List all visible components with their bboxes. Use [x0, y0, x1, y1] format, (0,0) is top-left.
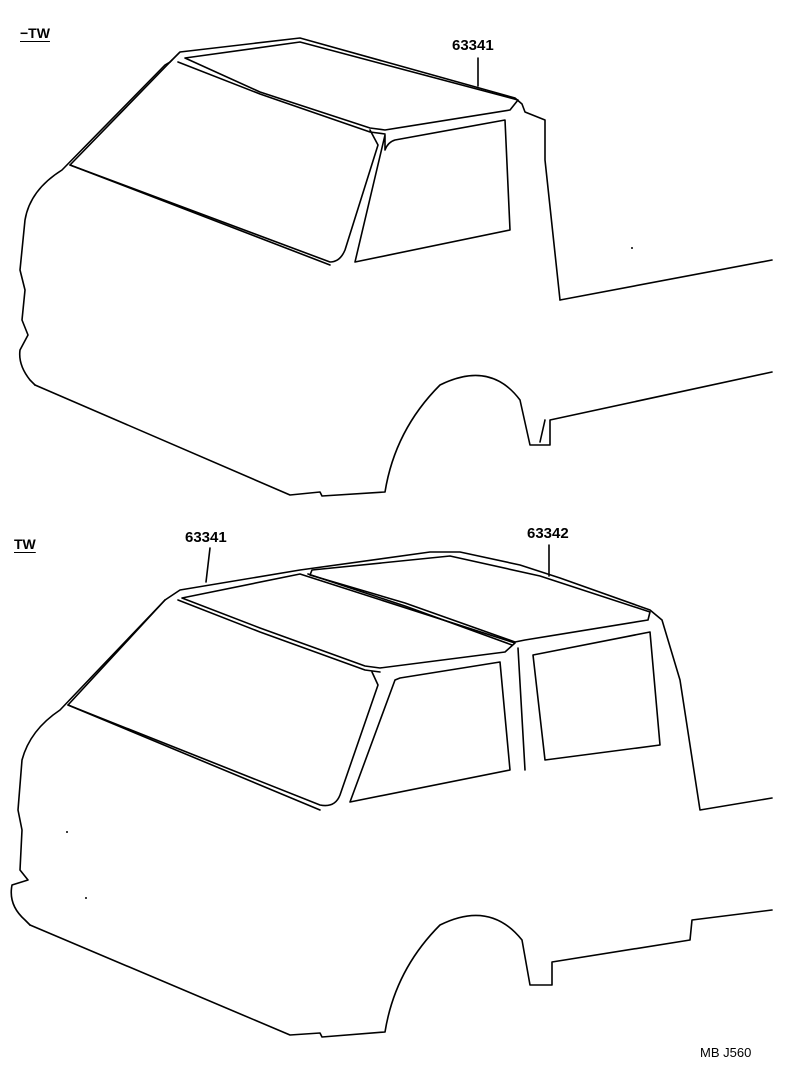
- part-callout-63342-bottom: 63342: [527, 525, 569, 542]
- part-callout-63341-top: 63341: [452, 37, 494, 54]
- top-vehicle-outline: [18, 37, 773, 497]
- part-callout-63341-bottom: 63341: [185, 529, 227, 546]
- bottom-vehicle-outline: [10, 544, 773, 1038]
- variant-label-bottom: TW: [14, 536, 36, 552]
- variant-label-top: −TW: [20, 25, 50, 41]
- drawing-code: MB J560: [700, 1045, 752, 1060]
